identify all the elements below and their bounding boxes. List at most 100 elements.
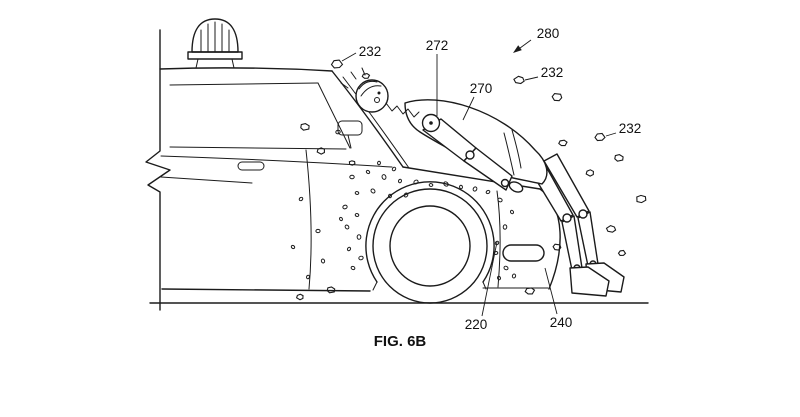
debris-dot <box>339 216 343 222</box>
debris-dot <box>413 179 419 185</box>
debris-chip <box>295 293 304 301</box>
debris-dot <box>356 234 362 240</box>
debris-chip <box>585 169 594 177</box>
debris-dot <box>497 197 503 203</box>
ref-232-b: 232 <box>541 65 564 80</box>
debris-dot <box>320 258 326 264</box>
leader-232-a <box>341 52 357 62</box>
debris-dot <box>485 189 491 195</box>
debris-dot <box>377 160 381 166</box>
debris-chip <box>636 194 647 204</box>
door-handle <box>237 161 265 171</box>
debris-dot <box>443 181 449 187</box>
neck-spring <box>385 102 420 118</box>
hood-line <box>402 166 541 190</box>
elbow-joint <box>465 150 475 160</box>
ref-270: 270 <box>470 81 493 96</box>
belt-line <box>160 155 393 168</box>
debris-chip <box>316 147 325 155</box>
figure-caption: FIG. 6B <box>374 333 427 350</box>
side-window <box>169 82 351 150</box>
body-crease <box>160 176 253 184</box>
debris-dot <box>306 274 310 280</box>
debris-chip <box>330 59 344 69</box>
debris-dot <box>349 174 355 180</box>
roof-sensor-dome <box>187 18 243 69</box>
tire <box>372 188 488 304</box>
debris-chip <box>551 93 563 102</box>
rocker-line <box>161 288 371 292</box>
debris-chip <box>614 154 624 162</box>
near-foot <box>569 266 610 297</box>
debris-dot <box>354 191 360 195</box>
debris-dot <box>428 183 434 187</box>
debris-dot <box>391 166 397 172</box>
debris-chip <box>348 160 356 166</box>
debris-dot <box>509 209 515 215</box>
hand <box>508 181 524 193</box>
debris-dot <box>503 265 509 271</box>
leader-270 <box>462 96 475 121</box>
debris-dot <box>472 186 478 192</box>
pedestrian-figure <box>340 67 625 297</box>
debris-chip <box>326 286 336 294</box>
ref-272: 272 <box>426 38 449 53</box>
front-wheel <box>365 181 495 304</box>
debris-dot <box>350 265 356 271</box>
wheel-rim <box>389 205 471 287</box>
ref-280: 280 <box>537 26 560 41</box>
debris-chip <box>617 249 627 256</box>
debris-dot <box>354 213 360 217</box>
leader-lines <box>341 39 617 317</box>
shoulder-center-dot <box>429 121 433 125</box>
debris-dot <box>290 244 296 250</box>
front-panel-seam <box>496 190 501 288</box>
ref-232-a: 232 <box>359 44 382 59</box>
debris-dot <box>494 240 500 246</box>
debris-dot <box>370 188 376 194</box>
debris-dot <box>493 251 499 255</box>
knee-joint <box>562 213 572 223</box>
debris-dot <box>342 204 348 210</box>
door-seam <box>305 149 312 290</box>
debris-dot <box>388 193 392 199</box>
wheel-arch <box>365 181 495 283</box>
debris-chip <box>524 287 536 295</box>
debris-dot <box>381 174 387 180</box>
ref-232-c: 232 <box>619 121 642 136</box>
leader-232-b <box>524 76 539 81</box>
debris-chip <box>558 139 568 147</box>
wrist-joint <box>500 178 510 188</box>
debris-dot <box>298 196 304 202</box>
debris-dot <box>502 224 508 230</box>
arrow-280-head <box>513 45 522 53</box>
debris-chip <box>300 123 310 131</box>
a-pillar <box>331 70 404 168</box>
waistband <box>503 129 522 176</box>
debris-dot <box>335 129 341 135</box>
debris-chip <box>361 73 371 79</box>
fog-light <box>502 244 545 262</box>
head <box>340 67 389 113</box>
side-mirror <box>337 120 363 149</box>
debris-dot <box>358 255 364 261</box>
leader-240 <box>544 267 558 315</box>
impact-ticks <box>340 67 366 89</box>
ref-220: 220 <box>465 317 488 332</box>
debris-chip <box>594 132 606 142</box>
leader-232-c <box>605 132 617 137</box>
debris-dot <box>346 246 352 252</box>
windshield-line <box>342 76 410 169</box>
debris-dot <box>398 178 402 184</box>
debris-dot <box>511 273 517 279</box>
debris-dot <box>344 224 350 230</box>
roof-line <box>159 67 333 72</box>
debris-dot <box>365 169 371 175</box>
debris-dot <box>496 275 502 281</box>
debris-dot <box>459 184 463 190</box>
leader-220 <box>481 241 498 317</box>
reference-labels: 232 272 280 232 270 232 220 240 FIG. 6B <box>359 26 642 350</box>
debris-particles <box>290 59 647 301</box>
